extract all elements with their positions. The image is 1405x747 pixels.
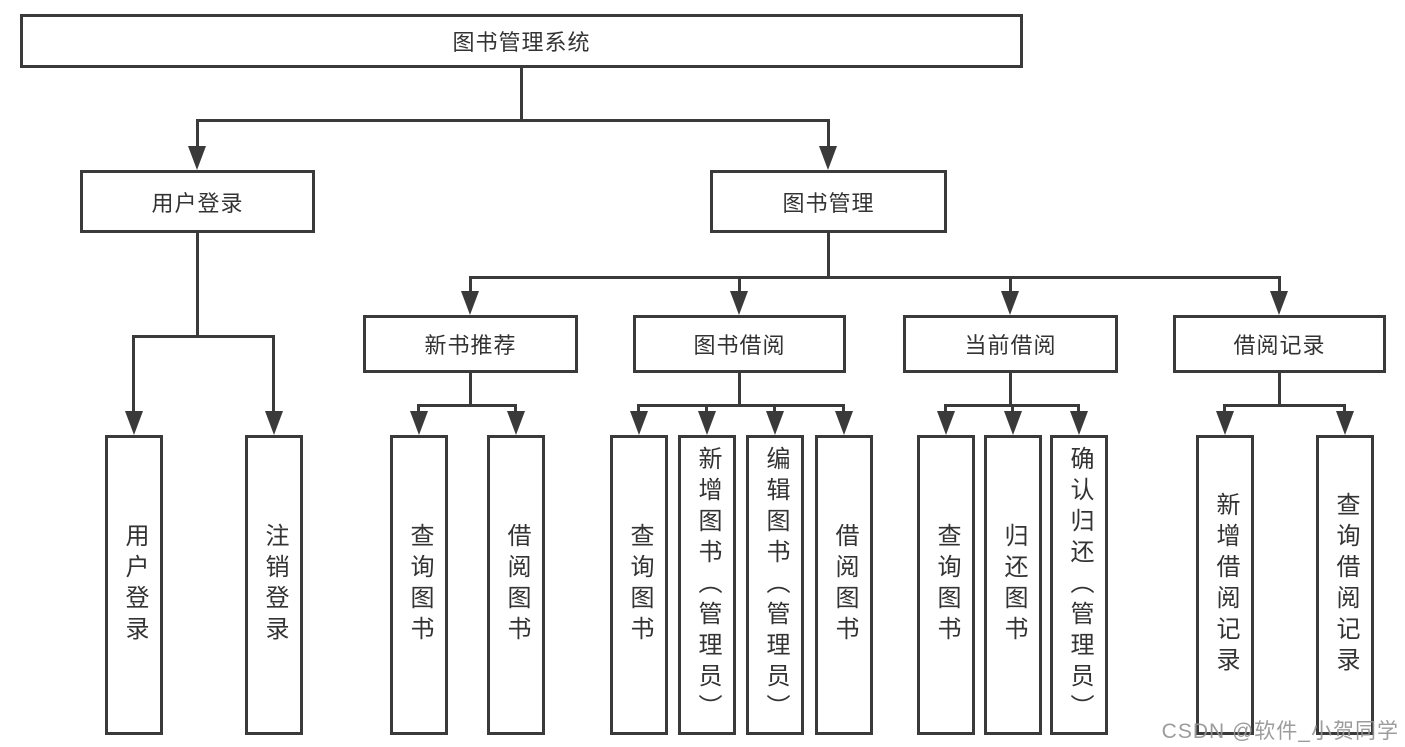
node-book-borrowing: 图书借阅: [633, 315, 846, 373]
connector-vline: [827, 119, 830, 147]
connector-vline: [1009, 373, 1012, 407]
arrow-down-icon: [507, 411, 525, 435]
connector-vline: [1278, 276, 1281, 292]
arrow-down-icon: [461, 291, 479, 315]
connector-vline: [417, 404, 420, 413]
leaf-newbook-query-books: 查询图书: [390, 435, 448, 735]
connector-vline: [514, 404, 517, 413]
connector-vline: [132, 335, 135, 412]
arrow-down-icon: [1070, 411, 1088, 435]
connector-vline: [469, 373, 472, 407]
arrow-down-icon: [819, 146, 837, 170]
connector-vline: [196, 233, 199, 338]
connector-vline: [1077, 404, 1080, 413]
arrow-down-icon: [698, 411, 716, 435]
leaf-records-add-borrow-record: 新增借阅记录: [1196, 435, 1254, 735]
leaf-borrow-query-books: 查询图书: [610, 435, 668, 735]
leaf-records-query-borrow-record: 查询借阅记录: [1316, 435, 1374, 735]
connector-vline: [944, 404, 947, 413]
leaf-newbook-borrow-books: 借阅图书: [487, 435, 545, 735]
arrow-down-icon: [1001, 291, 1019, 315]
node-borrowing-records: 借阅记录: [1173, 315, 1386, 373]
connector-vline: [842, 404, 845, 413]
connector-vline: [738, 373, 741, 407]
leaf-current-query-books: 查询图书: [917, 435, 975, 735]
arrow-down-icon: [188, 146, 206, 170]
arrow-down-icon: [1004, 411, 1022, 435]
arrow-down-icon: [1336, 411, 1354, 435]
connector-hline: [196, 119, 830, 122]
connector-vline: [637, 404, 640, 413]
connector-vline: [272, 335, 275, 412]
leaf-borrow-edit-books-admin: 编辑图书（管理员）: [746, 435, 804, 735]
connector-hline: [469, 276, 1281, 279]
leaf-borrow-borrow-books: 借阅图书: [815, 435, 873, 735]
connector-vline: [705, 404, 708, 413]
connector-hline: [637, 404, 845, 407]
connector-vline: [469, 276, 472, 292]
connector-vline: [1009, 276, 1012, 292]
connector-vline: [520, 68, 523, 122]
arrow-down-icon: [1270, 291, 1288, 315]
arrow-down-icon: [766, 411, 784, 435]
connector-vline: [1278, 373, 1281, 407]
arrow-down-icon: [265, 411, 283, 435]
arrow-down-icon: [630, 411, 648, 435]
arrow-down-icon: [125, 411, 143, 435]
node-user-login: 用户登录: [80, 170, 315, 233]
arrow-down-icon: [835, 411, 853, 435]
node-book-management: 图书管理: [710, 170, 947, 233]
leaf-current-confirm-return-admin: 确认归还（管理员）: [1050, 435, 1108, 735]
leaf-logout-login: 注销登录: [245, 435, 303, 735]
connector-hline: [1223, 404, 1346, 407]
arrow-down-icon: [410, 411, 428, 435]
leaf-current-return-books: 归还图书: [984, 435, 1042, 735]
connector-vline: [738, 276, 741, 292]
node-library-system-root: 图书管理系统: [20, 14, 1023, 68]
connector-vline: [1343, 404, 1346, 413]
leaf-borrow-add-books-admin: 新增图书（管理员）: [678, 435, 736, 735]
connector-vline: [773, 404, 776, 413]
leaf-user-login: 用户登录: [105, 435, 163, 735]
node-current-borrowing: 当前借阅: [903, 315, 1118, 373]
connector-vline: [827, 233, 830, 279]
arrow-down-icon: [1216, 411, 1234, 435]
watermark: CSDN @软件_小贺同学: [1161, 720, 1399, 743]
connector-vline: [196, 119, 199, 147]
arrow-down-icon: [937, 411, 955, 435]
node-new-book-recommend: 新书推荐: [363, 315, 578, 373]
connector-vline: [1223, 404, 1226, 413]
connector-vline: [1011, 404, 1014, 413]
connector-hline: [132, 335, 275, 338]
arrow-down-icon: [730, 291, 748, 315]
connector-hline: [417, 404, 517, 407]
